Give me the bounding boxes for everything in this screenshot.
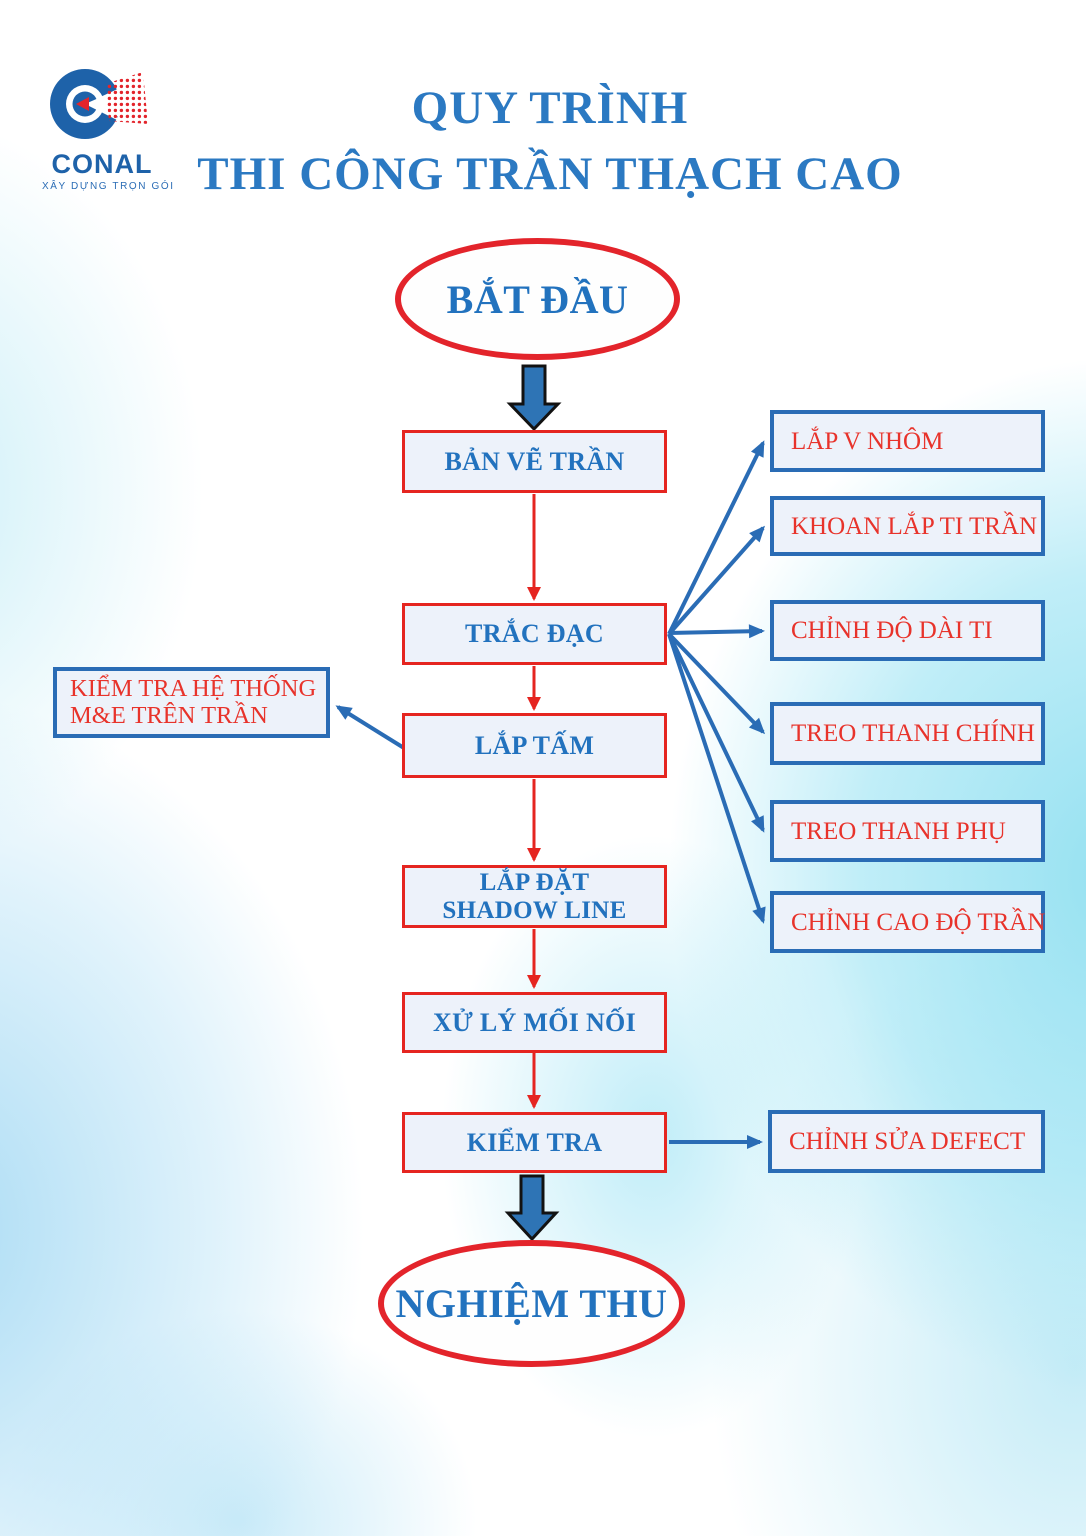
flow-step-lap-dat-shadow-line-line-2: SHADOW LINE (442, 896, 627, 924)
branch-khoan-lap-ti-tran: KHOAN LẮP TI TRẦN (770, 496, 1045, 556)
conal-logo-text: CONAL (51, 149, 153, 179)
branch-lap-v-nhom: LẮP V NHÔM (770, 410, 1045, 472)
trac-dac-branch-arrows (667, 440, 766, 924)
block-arrow-start (506, 364, 562, 432)
start-terminator: BẮT ĐẦU (395, 238, 680, 360)
branch-chinh-cao-do-tran: CHỈNH CAO ĐỘ TRẦN (770, 891, 1045, 953)
flow-step-ban-ve-tran: BẢN VẼ TRẦN (402, 430, 667, 493)
flow-step-kiem-tra: KIỂM TRA (402, 1112, 667, 1173)
flow-step-xu-ly-moi-noi: XỬ LÝ MỐI NỐI (402, 992, 667, 1053)
flow-step-lap-tam: LẮP TẤM (402, 713, 667, 778)
lap-tam-note-arrow (335, 705, 406, 750)
branch-treo-thanh-phu: TREO THANH PHỤ (770, 800, 1045, 862)
note-kiem-tra-me-line-1: KIỂM TRA HỆ THỐNG (70, 674, 317, 702)
branch-chinh-sua-defect: CHỈNH SỬA DEFECT (768, 1110, 1045, 1173)
page-title: QUY TRÌNH THI CÔNG TRẦN THẠCH CAO (140, 76, 960, 208)
block-arrow-end (504, 1174, 560, 1242)
note-kiem-tra-me-line-2: M&E TRÊN TRẦN (70, 701, 268, 729)
note-kiem-tra-me: KIỂM TRA HỆ THỐNG M&E TRÊN TRẦN (53, 667, 330, 738)
branch-treo-thanh-chinh: TREO THANH CHÍNH (770, 702, 1045, 765)
page-title-line-1: QUY TRÌNH (411, 82, 689, 134)
flow-step-lap-dat-shadow-line-line-1: LẮP ĐẶT (479, 868, 590, 896)
branch-chinh-do-dai-ti: CHỈNH ĐỘ DÀI TI (770, 600, 1045, 661)
flow-step-lap-dat-shadow-line: LẮP ĐẶT SHADOW LINE (402, 865, 667, 928)
conal-logo-icon (50, 69, 159, 139)
conal-logo-tagline: XÂY DỰNG TRỌN GÓI (42, 181, 175, 192)
page-title-line-2: THI CÔNG TRẦN THẠCH CAO (197, 147, 903, 200)
end-terminator: NGHIỆM THU (378, 1240, 685, 1367)
flow-step-trac-dac: TRẮC ĐẠC (402, 603, 667, 665)
conal-logo: CONAL XÂY DỰNG TRỌN GÓI (42, 66, 175, 192)
